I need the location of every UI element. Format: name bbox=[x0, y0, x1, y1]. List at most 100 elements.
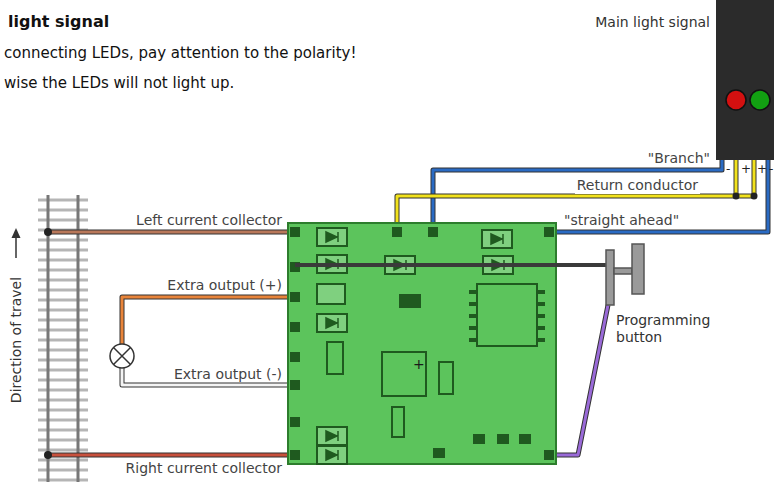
note-text: connecting LEDs, pay attention to the po… bbox=[4, 44, 356, 62]
button-plate bbox=[606, 250, 614, 305]
programming-button: Programming button bbox=[598, 238, 652, 305]
sleeper bbox=[38, 339, 88, 342]
solder-pad bbox=[290, 450, 300, 460]
wire-label: "Branch" bbox=[646, 150, 712, 167]
pin-polarity: + bbox=[741, 162, 751, 176]
chip-pin bbox=[469, 314, 477, 318]
wire bbox=[557, 160, 768, 232]
extra-plus-wire bbox=[122, 297, 292, 344]
diode-symbol bbox=[317, 446, 347, 464]
solder-pad bbox=[290, 227, 300, 237]
sleeper bbox=[38, 389, 88, 392]
node-shape bbox=[598, 238, 652, 305]
wire-label: Return conductor bbox=[575, 177, 700, 194]
sleeper bbox=[38, 409, 88, 412]
sleeper bbox=[38, 459, 88, 462]
signal-body bbox=[716, 0, 774, 160]
sleeper bbox=[38, 309, 88, 312]
wire-label: Extra output (+) bbox=[167, 277, 282, 294]
rail bbox=[47, 195, 50, 482]
wire-label: Extra output (-) bbox=[174, 366, 282, 383]
chip-pin bbox=[537, 290, 545, 294]
extra-plus-wire-outline bbox=[122, 297, 292, 344]
node-shape bbox=[716, 0, 774, 160]
solder-pad bbox=[544, 227, 554, 237]
sleeper bbox=[38, 379, 88, 382]
solder-pad bbox=[290, 380, 300, 390]
green-led bbox=[750, 90, 770, 110]
transistor bbox=[399, 294, 421, 308]
diode-mark bbox=[326, 232, 338, 242]
sleeper bbox=[38, 359, 88, 362]
decoder-board: + bbox=[287, 222, 557, 465]
sleeper bbox=[38, 299, 88, 302]
return-leg-wire bbox=[735, 160, 738, 196]
junction-dot bbox=[751, 193, 758, 200]
chip-pin bbox=[537, 314, 545, 318]
sleeper bbox=[38, 449, 88, 452]
sleeper bbox=[38, 249, 88, 252]
sleeper bbox=[38, 479, 88, 482]
polarized-capacitor bbox=[382, 352, 426, 396]
button-stem bbox=[598, 263, 606, 267]
pin-polarity: + bbox=[757, 162, 767, 176]
return-leg-wire-outline bbox=[734, 160, 739, 196]
wire-label: Right current collector bbox=[126, 460, 282, 477]
collector-contact bbox=[44, 228, 52, 236]
node-shape bbox=[287, 222, 557, 465]
right-collector-wire bbox=[48, 454, 292, 457]
solder-pad bbox=[290, 352, 300, 362]
button-stem bbox=[550, 263, 608, 267]
small-ic bbox=[439, 362, 453, 394]
track-sleepers bbox=[38, 200, 88, 480]
chip-pin bbox=[537, 338, 545, 342]
wire-outline bbox=[557, 305, 608, 455]
lamp-cross bbox=[114, 348, 131, 365]
button-shaft bbox=[614, 268, 632, 274]
chip-pins bbox=[469, 290, 545, 342]
solder-pad bbox=[428, 227, 438, 237]
sleeper bbox=[38, 439, 88, 442]
sleeper bbox=[38, 399, 88, 402]
signal-housing: Main light signal bbox=[716, 0, 774, 160]
sleeper bbox=[38, 419, 88, 422]
chip-pin bbox=[537, 302, 545, 306]
wire-label: Left current collector bbox=[136, 212, 282, 229]
sleeper bbox=[38, 199, 88, 202]
signal-heading: Main light signal bbox=[595, 14, 710, 31]
resistor bbox=[317, 284, 345, 304]
right-collector-wire-outline bbox=[48, 453, 292, 458]
sleeper bbox=[38, 289, 88, 292]
solder-pad bbox=[290, 322, 300, 332]
left-collector-wire-outline bbox=[48, 230, 292, 235]
note-text: wise the LEDs will not light up. bbox=[4, 74, 234, 92]
button-stem bbox=[295, 263, 557, 267]
direction-arrow bbox=[15, 236, 17, 258]
diode-mark bbox=[326, 318, 338, 328]
polarity-mark: + bbox=[413, 356, 425, 373]
sleeper bbox=[38, 209, 88, 212]
rail bbox=[77, 195, 80, 482]
sleeper bbox=[38, 349, 88, 352]
pin-polarity: - bbox=[726, 162, 730, 176]
diode-mark bbox=[491, 234, 503, 244]
diode-mark bbox=[326, 450, 338, 460]
solder-pads bbox=[290, 227, 554, 460]
direction-arrowhead bbox=[12, 228, 21, 238]
diode-symbol bbox=[317, 314, 347, 332]
sleeper bbox=[38, 239, 88, 242]
button-label: Programming button bbox=[616, 312, 728, 346]
direction-label: Direction of travel bbox=[8, 277, 25, 403]
chip-pin bbox=[469, 302, 477, 306]
solder-pad bbox=[290, 417, 300, 427]
chip-pin bbox=[469, 338, 477, 342]
capacitor bbox=[327, 342, 343, 374]
smd-part bbox=[497, 434, 509, 444]
sleeper bbox=[38, 279, 88, 282]
sleeper bbox=[38, 269, 88, 272]
junction-dot bbox=[733, 193, 740, 200]
left-collector-wire bbox=[48, 231, 292, 234]
sleeper bbox=[38, 329, 88, 332]
